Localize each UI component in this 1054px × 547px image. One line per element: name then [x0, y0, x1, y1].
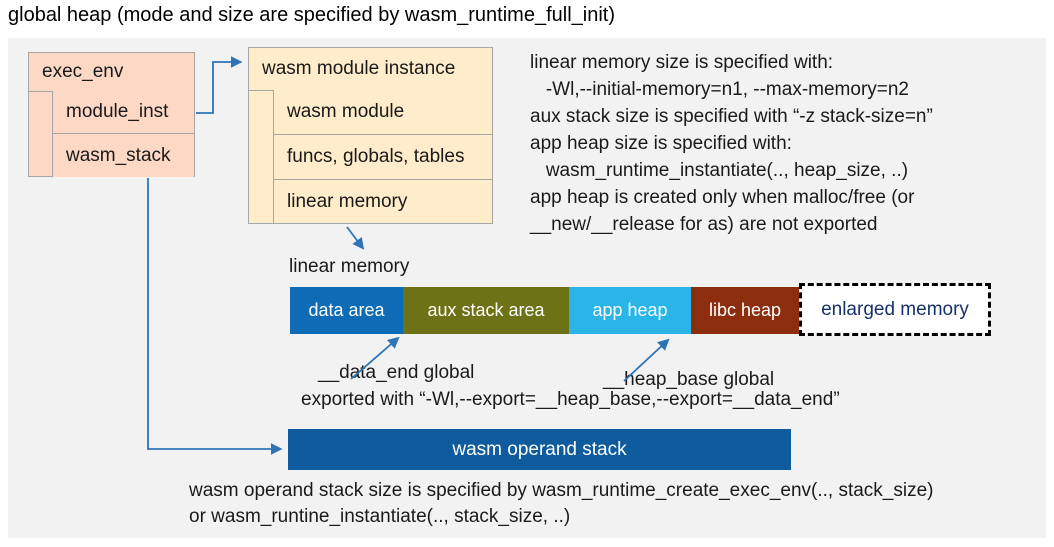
size-notes: linear memory size is specified with: -W…	[530, 49, 933, 238]
exec-env-row-wasm-stack: wasm_stack	[52, 134, 194, 177]
memory-segment-data-area: data area	[290, 287, 403, 334]
memory-segment-app-heap: app heap	[569, 287, 691, 334]
size-note-line: aux stack size is specified with “-z sta…	[530, 106, 933, 127]
module-instance-row-wasm-module: wasm module	[273, 90, 492, 135]
size-note-line: -Wl,--initial-memory=n1, --max-memory=n2	[530, 79, 909, 100]
memory-segment-aux-stack-area: aux stack area	[403, 287, 569, 334]
memory-segment-enlarged-memory: enlarged memory	[799, 283, 991, 336]
heap-base-global-label: __heap_base global	[603, 369, 775, 390]
module-instance-row-funcs-globals-tables: funcs, globals, tables	[273, 135, 492, 180]
size-note-line: wasm_runtime_instantiate(.., heap_size, …	[530, 160, 909, 181]
operand-stack-note-line: or wasm_runtine_instantiate(.., stack_si…	[189, 506, 571, 527]
size-note-line: linear memory size is specified with:	[530, 52, 834, 73]
exec-env-header: exec_env	[29, 53, 194, 92]
exec-env-row-module-inst: module_inst	[52, 91, 194, 134]
size-note-line: app heap size is specified with:	[530, 133, 792, 154]
data-end-global-label: __data_end global	[318, 362, 475, 383]
diagram-title: global heap (mode and size are specified…	[8, 4, 615, 26]
exec-env-box: exec_env module_inst wasm_stack	[28, 52, 195, 177]
size-note-line: app heap is created only when malloc/fre…	[530, 187, 915, 208]
module-instance-row-linear-memory: linear memory	[273, 180, 492, 223]
operand-stack-bar: wasm operand stack	[288, 429, 791, 470]
operand-stack-note-line: wasm operand stack size is specified by …	[189, 480, 934, 501]
module-instance-header: wasm module instance	[249, 48, 492, 91]
operand-stack-notes: wasm operand stack size is specified by …	[189, 478, 934, 530]
module-instance-box: wasm module instance wasm module funcs, …	[248, 47, 493, 224]
linear-memory-label: linear memory	[289, 256, 410, 277]
memory-segment-libc-heap: libc heap	[691, 287, 799, 334]
size-note-line: __new/__release for as) are not exported	[530, 214, 878, 235]
exported-with-label: exported with “-Wl,--export=__heap_base,…	[301, 389, 840, 410]
